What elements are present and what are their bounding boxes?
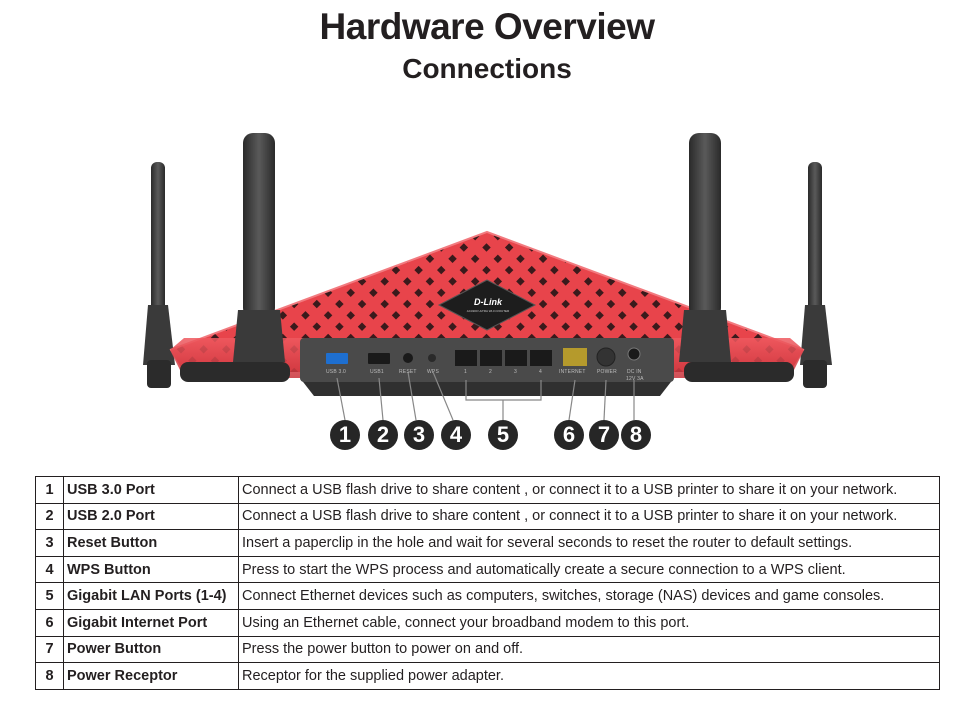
callout-2: 2 (368, 420, 398, 450)
dc-in-jack (627, 347, 641, 361)
lan-port-4 (530, 350, 552, 366)
page-subtitle: Connections (402, 53, 572, 84)
row-description: Connect a USB flash drive to share conte… (238, 502, 940, 531)
callout-3: 3 (404, 420, 434, 450)
row-name: Gigabit LAN Ports (1-4) (63, 582, 239, 610)
reset-hole (403, 353, 413, 363)
callout-5: 5 (488, 420, 518, 450)
table-row: 2 USB 2.0 Port Connect a USB flash drive… (35, 502, 940, 531)
callout-7: 7 (589, 420, 619, 450)
row-description: Receptor for the supplied power adapter. (238, 662, 940, 690)
row-name: Gigabit Internet Port (63, 608, 239, 637)
port-label-rating: 12V 3A (626, 376, 644, 382)
router-illustration (143, 133, 832, 421)
port-label-usb3: USB 3.0 (326, 369, 347, 375)
antenna-left-outer (143, 162, 175, 388)
logo-subtitle: AC3200 ULTRA Wi-Fi ROUTER (466, 309, 510, 313)
port-label-lan4: 4 (539, 369, 542, 375)
router-body (169, 230, 805, 396)
usb3-port (326, 353, 348, 364)
power-button-shape (596, 347, 616, 367)
row-number: 6 (35, 608, 64, 637)
port-label-power: POWER (597, 369, 617, 375)
row-description: Using an Ethernet cable, connect your br… (238, 608, 940, 637)
table-row: 4 WPS Button Press to start the WPS proc… (35, 555, 940, 584)
row-name: WPS Button (63, 555, 239, 584)
port-label-dcin: DC IN (627, 369, 642, 375)
antenna-right-outer (800, 162, 832, 388)
callout-4: 4 (441, 420, 471, 450)
antenna-right-inner (679, 133, 794, 382)
table-row: 1 USB 3.0 Port Connect a USB flash drive… (35, 476, 940, 504)
usb2-port (368, 353, 390, 364)
lan-port-1 (455, 350, 477, 366)
row-description: Connect a USB flash drive to share conte… (238, 476, 940, 504)
table-row: 7 Power Button Press the power button to… (35, 635, 940, 664)
table-row: 6 Gigabit Internet Port Using an Etherne… (35, 608, 940, 637)
port-label-lan2: 2 (489, 369, 492, 375)
row-number: 3 (35, 529, 64, 557)
internet-port (563, 348, 587, 366)
row-name: Power Receptor (63, 662, 239, 690)
row-number: 2 (35, 502, 64, 531)
callout-1: 1 (330, 420, 360, 450)
page-title: Hardware Overview (319, 6, 655, 47)
row-description: Press to start the WPS process and autom… (238, 555, 940, 584)
port-label-lan3: 3 (514, 369, 517, 375)
row-name: Power Button (63, 635, 239, 664)
row-description: Insert a paperclip in the hole and wait … (238, 529, 940, 557)
port-label-wps: WPS (427, 369, 439, 375)
row-number: 5 (35, 582, 64, 610)
callout-8: 8 (621, 420, 651, 450)
callout-6: 6 (554, 420, 584, 450)
router-figure: D-Link AC3200 ULTRA Wi-Fi ROUTER USB 3.0… (143, 133, 832, 450)
table-row: 8 Power Receptor Receptor for the suppli… (35, 662, 940, 690)
leader-lines (336, 371, 635, 421)
row-description: Connect Ethernet devices such as compute… (238, 582, 940, 610)
port-label-lan1: 1 (464, 369, 467, 375)
row-number: 7 (35, 635, 64, 664)
table-row: 3 Reset Button Insert a paperclip in the… (35, 529, 940, 557)
row-number: 1 (35, 476, 64, 504)
row-number: 4 (35, 555, 64, 584)
wps-button-shape (428, 354, 436, 362)
port-label-usb1: USB1 (370, 369, 384, 375)
row-name: USB 3.0 Port (63, 476, 239, 504)
row-name: Reset Button (63, 529, 239, 557)
connections-table: 1 USB 3.0 Port Connect a USB flash drive… (35, 476, 940, 690)
row-name: USB 2.0 Port (63, 502, 239, 531)
port-label-internet: INTERNET (559, 369, 586, 375)
row-description: Press the power button to power on and o… (238, 635, 940, 664)
row-number: 8 (35, 662, 64, 690)
antenna-left-inner (180, 133, 290, 382)
table-row: 5 Gigabit LAN Ports (1-4) Connect Ethern… (35, 582, 940, 610)
port-panel (326, 347, 641, 367)
port-label-reset: RESET (399, 369, 417, 375)
lan-port-3 (505, 350, 527, 366)
lan-port-2 (480, 350, 502, 366)
dlink-logo: D-Link (474, 297, 502, 307)
